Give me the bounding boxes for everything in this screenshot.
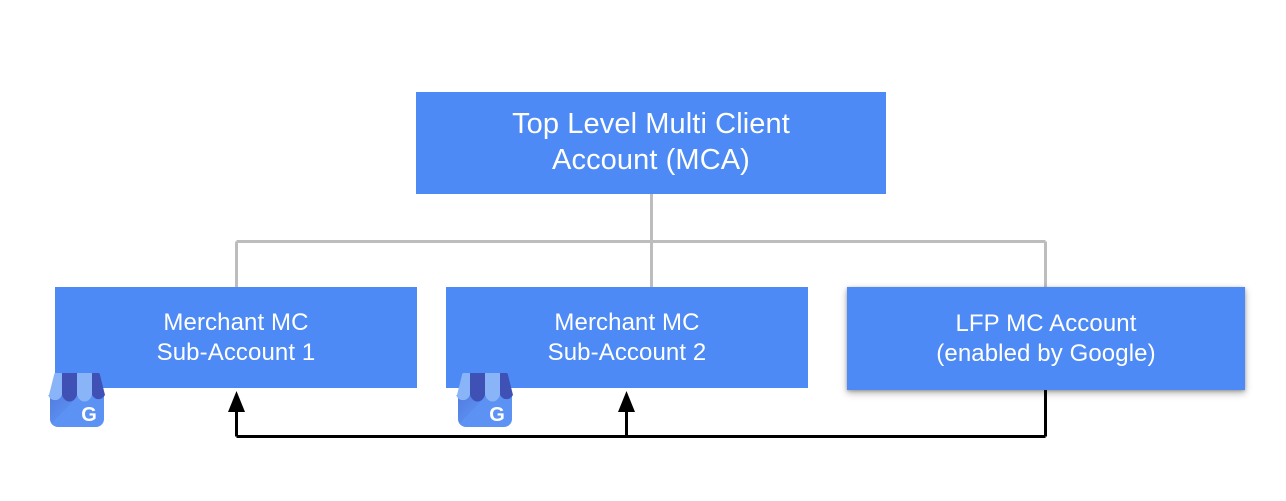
- node-top-level-mca[interactable]: Top Level Multi Client Account (MCA): [416, 92, 886, 194]
- node-merchant-sub-account-2[interactable]: Merchant MC Sub-Account 2: [446, 287, 808, 388]
- svg-text:G: G: [81, 404, 97, 426]
- node-merchant-sub-account-1-label: Merchant MC Sub-Account 1: [156, 308, 316, 366]
- gmb-awning: [456, 373, 513, 402]
- node-merchant-sub-account-2-label: Merchant MC Sub-Account 2: [547, 308, 707, 366]
- arrowhead-sub1: [228, 391, 245, 412]
- node-lfp-mc-account-label: LFP MC Account (enabled by Google): [936, 309, 1156, 367]
- node-lfp-mc-account[interactable]: LFP MC Account (enabled by Google): [847, 287, 1245, 390]
- google-my-business-icon: G: [456, 373, 513, 427]
- gmb-awning: [48, 373, 105, 402]
- google-my-business-icon: G: [48, 373, 105, 427]
- hierarchy-connectors: [235, 194, 1047, 287]
- dataflow-connectors: [235, 390, 1047, 438]
- node-merchant-sub-account-1[interactable]: Merchant MC Sub-Account 1: [55, 287, 417, 388]
- svg-text:G: G: [489, 404, 505, 426]
- arrowhead-sub2: [618, 391, 635, 412]
- arrowheads: [228, 391, 635, 412]
- gmb-g-glyph: G: [489, 404, 505, 426]
- node-top-level-mca-label: Top Level Multi Client Account (MCA): [512, 108, 790, 176]
- gmb-g-glyph: G: [81, 404, 97, 426]
